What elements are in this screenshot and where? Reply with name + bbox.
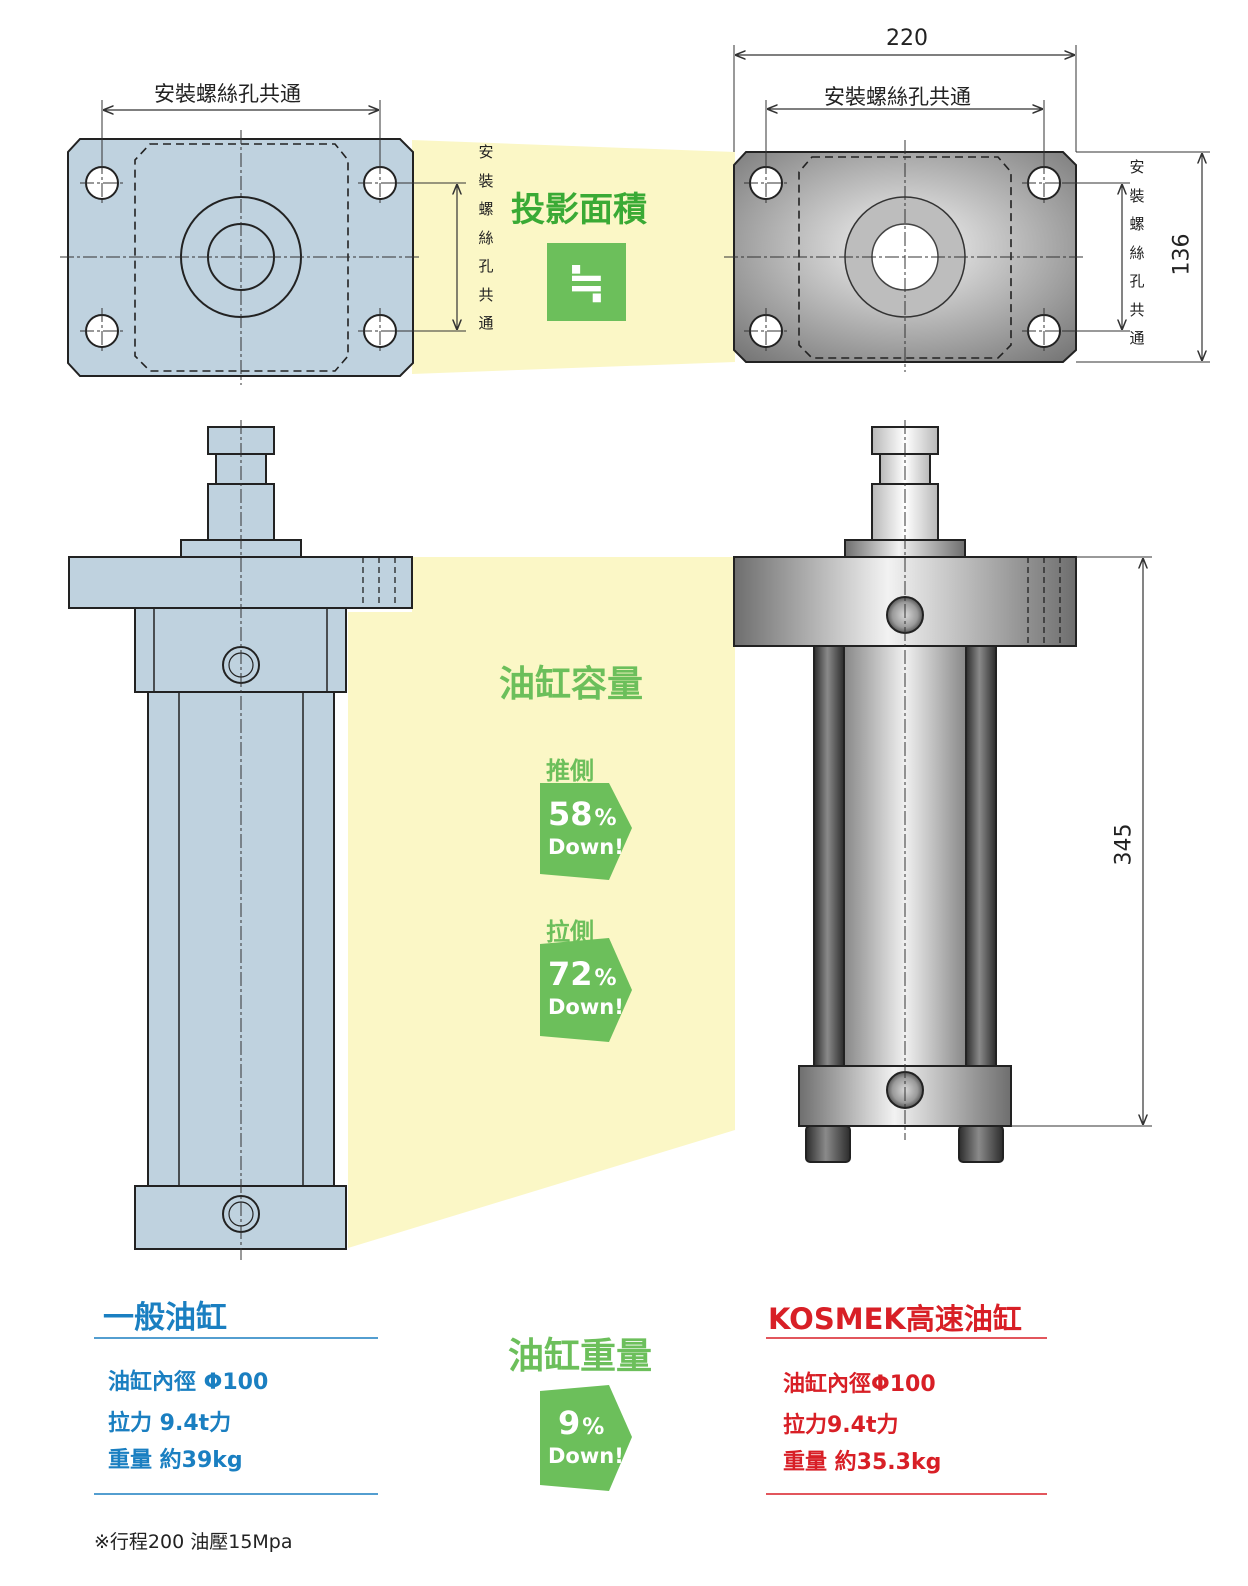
- weight-unit: %: [582, 1415, 605, 1440]
- vertical-label-char: 裝: [1129, 186, 1145, 205]
- left-side-view: [68, 420, 413, 1260]
- weight-reduction: 9% Down!: [540, 1394, 635, 1490]
- right-side-view: [733, 420, 1152, 1163]
- vertical-label-char: 安: [1129, 158, 1145, 176]
- pull-reduction: 72% Down!: [540, 945, 635, 1041]
- right-mount-hole-label: 安裝螺絲孔共通: [824, 85, 971, 109]
- height-dimension: 136: [1169, 233, 1195, 276]
- left-spec-bore: 油缸內徑 Φ100: [108, 1370, 269, 1395]
- vertical-label-char: 絲: [478, 228, 494, 247]
- vertical-label-char: 螺: [1129, 215, 1145, 233]
- pull-down-text: Down!: [548, 995, 624, 1019]
- vertical-label-char: 裝: [478, 171, 494, 190]
- vertical-label-char: 安: [478, 143, 494, 161]
- left-spec-weight: 重量 約39kg: [108, 1448, 243, 1473]
- push-down-text: Down!: [548, 835, 624, 859]
- vertical-label-char: 通: [1129, 329, 1145, 347]
- volume-projection-highlight: [348, 557, 735, 1248]
- vertical-label-char: 共: [1129, 300, 1145, 319]
- weight-arrow-badge: [540, 1385, 632, 1491]
- weight-percent: 9: [558, 1404, 581, 1442]
- left-spec-force: 拉力 9.4t力: [108, 1411, 232, 1436]
- pull-side-label: 拉側: [546, 918, 594, 946]
- left-mount-hole-label: 安裝螺絲孔共通: [154, 82, 301, 106]
- width-dimension: 220: [886, 26, 928, 51]
- weight-title: 油缸重量: [508, 1336, 653, 1377]
- right-top-view: [724, 45, 1210, 372]
- right-vertical-mount-label: 安裝螺絲孔共通: [1128, 153, 1146, 353]
- left-top-view: [60, 100, 466, 385]
- vertical-label-char: 孔: [478, 257, 494, 275]
- right-product-title: KOSMEK高速油缸: [768, 1302, 1022, 1336]
- right-spec-weight: 重量 約35.3kg: [783, 1450, 942, 1475]
- push-side-label: 推側: [546, 757, 594, 785]
- left-product-title: 一般油缸: [103, 1300, 227, 1336]
- vertical-label-char: 共: [478, 285, 494, 304]
- push-unit: %: [594, 806, 617, 831]
- right-spec-bore: 油缸內徑Φ100: [783, 1372, 936, 1397]
- left-vertical-mount-label: 安裝螺絲孔共通: [477, 138, 495, 338]
- push-arrow-badge: [540, 783, 632, 880]
- weight-down-text: Down!: [548, 1444, 624, 1468]
- footnote: ※行程200 油壓15Mpa: [94, 1531, 293, 1553]
- pull-unit: %: [594, 966, 617, 991]
- vertical-label-char: 通: [478, 314, 494, 332]
- approx-equal-icon: ≒: [567, 255, 606, 309]
- length-dimension: 345: [1111, 823, 1137, 866]
- vertical-label-char: 螺: [478, 200, 494, 218]
- pull-percent: 72: [548, 955, 593, 993]
- vertical-label-char: 絲: [1129, 243, 1145, 262]
- push-percent: 58: [548, 795, 593, 833]
- projected-area-title: 投影面積: [511, 190, 647, 230]
- vertical-label-char: 孔: [1129, 272, 1145, 290]
- capacity-title: 油缸容量: [499, 664, 644, 705]
- right-spec-force: 拉力9.4t力: [783, 1413, 899, 1438]
- approx-badge: [547, 243, 626, 321]
- pull-arrow-badge: [540, 938, 632, 1042]
- push-reduction: 58% Down!: [540, 785, 635, 881]
